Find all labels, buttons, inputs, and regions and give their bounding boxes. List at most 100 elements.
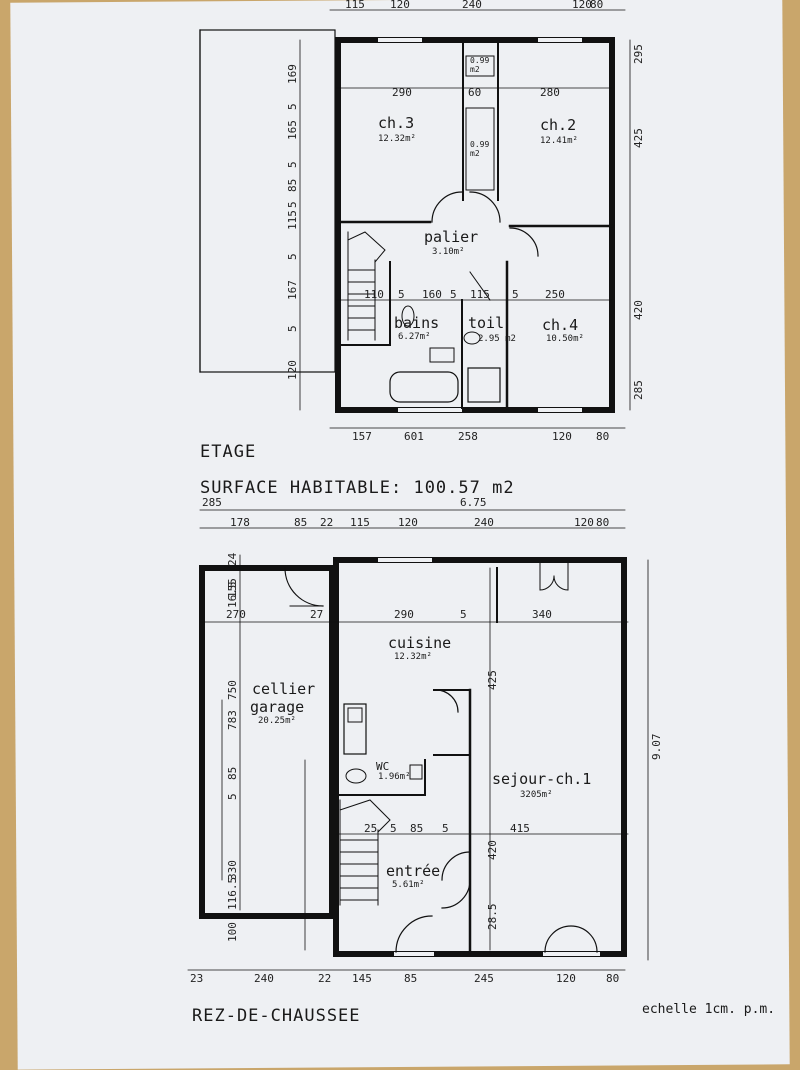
room-bains-name: bains (394, 314, 440, 332)
upper-left-dim-9: 5 (286, 325, 299, 332)
ground-mid-dim-1: 420 (486, 840, 499, 860)
ground-top2-dim-3: 115 (350, 516, 370, 529)
upper-inner2-dim-3: 5 (450, 288, 457, 301)
ground-inner-dim-0: 270 (226, 608, 246, 621)
ground-inner2-dim-3: 5 (442, 822, 449, 835)
upper-inner-dim-2: 280 (540, 86, 560, 99)
ground-mid-dim-2: 28.5 (486, 904, 499, 931)
ground-bottom-dim-5: 245 (474, 972, 494, 985)
room-garage-area: 20.25m² (258, 716, 296, 726)
closet-area-bottom: 0.99 m2 (470, 140, 490, 158)
ground-inner-dim-3: 5 (460, 608, 467, 621)
scale-note: echelle 1cm. p.m. (642, 1002, 776, 1017)
ground-inner2-dim-2: 85 (410, 822, 423, 835)
upper-inner2-dim-6: 250 (545, 288, 565, 301)
ground-top2-dim-0: 178 (230, 516, 250, 529)
ground-left-dim-7: 330 (226, 860, 239, 880)
ground-top-dim-0: 285 (202, 496, 222, 509)
upper-floor-title: ETAGE (200, 442, 257, 462)
upper-inner-dim-1: 60 (468, 86, 481, 99)
ground-left-dim-6: 5 (226, 793, 239, 800)
upper-top-dim-0: 115 (345, 0, 365, 11)
roof-outline (199, 29, 336, 373)
upper-left-dim-4: 85 (286, 179, 299, 192)
upper-left-dim-7: 5 (286, 253, 299, 260)
ground-left-dim-0: 16.5 (226, 582, 239, 609)
ground-mid-dim-0: 425 (486, 670, 499, 690)
upper-left-dim-8: 167 (286, 280, 299, 300)
ground-bottom-dim-2: 22 (318, 972, 331, 985)
bathtub-icon (389, 371, 459, 403)
ground-inner-dim-2: 290 (394, 608, 414, 621)
room-wc-name: WC (376, 760, 390, 773)
room-palier-name: palier (424, 228, 479, 246)
room-garage-name: garage (250, 698, 305, 716)
ground-bottom-dim-0: 23 (190, 972, 203, 985)
ground-inner2-dim-1: 5 (390, 822, 397, 835)
room-entree-name: entrée (386, 862, 441, 880)
room-toil-name: toil (468, 314, 505, 332)
ground-top-dim-1: 6.75 (460, 496, 487, 509)
kitchen-counter-icon (343, 703, 367, 755)
room-sejour-area: 3205m² (520, 790, 553, 800)
ground-left-dim-3: 750 (226, 680, 239, 700)
upper-left-dim-2: 165 (286, 120, 299, 140)
ground-top2-dim-7: 80 (596, 516, 609, 529)
toilet-icon (345, 768, 367, 784)
ground-bottom-dim-4: 85 (404, 972, 417, 985)
upper-right-dim-3: 285 (632, 380, 645, 400)
upper-bottom-dim-4: 80 (596, 430, 609, 443)
ground-floor-plan (187, 509, 649, 971)
upper-left-dim-5: 5 (286, 201, 299, 208)
surface-habitable: SURFACE HABITABLE: 100.57 m2 (200, 478, 515, 498)
upper-inner2-dim-2: 160 (422, 288, 442, 301)
upper-inner2-dim-4: 115 (470, 288, 490, 301)
room-palier-area: 3.10m² (432, 247, 465, 257)
ground-bottom-dim-6: 120 (556, 972, 576, 985)
ground-outer-walls (333, 557, 627, 957)
room-ch4-area: 10.50m² (546, 334, 584, 344)
ground-top2-dim-6: 120 (574, 516, 594, 529)
ground-left-dim-9: 100 (226, 922, 239, 942)
ground-top2-dim-1: 85 (294, 516, 307, 529)
upper-left-dim-10: 120 (286, 360, 299, 380)
upper-bottom-dim-2: 258 (458, 430, 478, 443)
upper-bottom-dim-1: 601 (404, 430, 424, 443)
room-bains-area: 6.27m² (398, 332, 431, 342)
closet-area-top: 0.99 m2 (470, 56, 490, 74)
upper-inner-dim-0: 290 (392, 86, 412, 99)
ground-inner-dim-1: 27 (310, 608, 323, 621)
ground-bottom-dim-3: 145 (352, 972, 372, 985)
upper-top-dim-3: 120 (572, 0, 592, 11)
room-ch3-area: 12.32m² (378, 134, 416, 144)
ground-bottom-dim-1: 240 (254, 972, 274, 985)
ground-right-dim-0: 9.07 (650, 734, 663, 761)
ground-inner2-dim-4: 415 (510, 822, 530, 835)
upper-inner2-dim-1: 5 (398, 288, 405, 301)
upper-left-dim-6: 115 (286, 210, 299, 230)
upper-bottom-dim-0: 157 (352, 430, 372, 443)
ground-top2-dim-2: 22 (320, 516, 333, 529)
ground-top2-dim-4: 120 (398, 516, 418, 529)
upper-floor-plan (199, 9, 631, 429)
upper-right-dim-1: 425 (632, 128, 645, 148)
upper-inner2-dim-0: 110 (364, 288, 384, 301)
room-ch2-area: 12.41m² (540, 136, 578, 146)
ground-bottom-dim-7: 80 (606, 972, 619, 985)
room-ch4-name: ch.4 (542, 316, 579, 334)
ground-left-dim-2: 155 (226, 578, 239, 598)
ground-floor-title: REZ-DE-CHAUSSEE (192, 1006, 361, 1026)
room-wc-area: 1.96m² (378, 772, 411, 782)
upper-bottom-dim-3: 120 (552, 430, 572, 443)
upper-left-dim-3: 5 (286, 161, 299, 168)
upper-top-dim-4: 80 (590, 0, 603, 11)
room-toil-area: 2.95 m2 (478, 334, 516, 344)
upper-inner2-dim-5: 5 (512, 288, 519, 301)
room-ch3-name: ch.3 (378, 114, 415, 132)
room-ch2-name: ch.2 (540, 116, 577, 134)
room-sejour-name: sejour-ch.1 (492, 770, 592, 788)
upper-top-dim-2: 240 (462, 0, 482, 11)
ground-left-dim-5: 85 (226, 767, 239, 780)
